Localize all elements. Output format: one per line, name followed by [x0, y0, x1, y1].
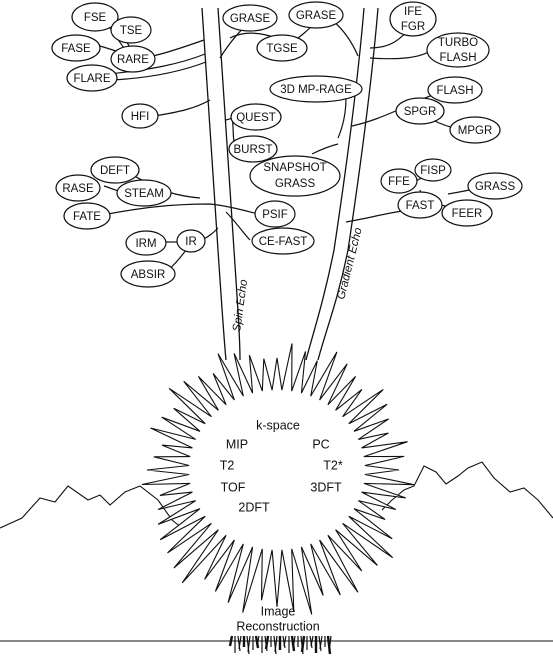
node-ce-fast: CE-FAST — [251, 227, 315, 255]
svg-text:FLARE: FLARE — [73, 73, 110, 85]
svg-text:CE-FAST: CE-FAST — [259, 236, 308, 248]
svg-text:BURST: BURST — [234, 144, 273, 156]
node-absir: ABSIR — [120, 260, 176, 288]
node-rase: RASE — [55, 174, 101, 202]
svg-text:QUEST: QUEST — [236, 112, 276, 124]
svg-text:FATE: FATE — [73, 211, 101, 223]
node-irm: IRM — [125, 230, 167, 256]
roots-label-reconstruction: Reconstruction — [236, 619, 319, 633]
svg-text:FGR: FGR — [401, 21, 425, 33]
root-hatching — [228, 635, 332, 655]
svg-text:IR: IR — [185, 236, 197, 248]
node-mpgr: MPGR — [449, 116, 501, 144]
svg-text:SNAPSHOT: SNAPSHOT — [263, 162, 326, 174]
image-reconstruction-roots: Image Reconstruction — [0, 604, 553, 655]
node-fse: FSE — [71, 2, 119, 32]
svg-text:DEFT: DEFT — [100, 165, 130, 177]
center-label-mip: MIP — [226, 437, 248, 451]
node-steam: STEAM — [116, 179, 172, 207]
svg-text:FFE: FFE — [388, 176, 410, 188]
node-tse: TSE — [110, 16, 152, 44]
svg-text:PSIF: PSIF — [262, 209, 288, 221]
center-label-k-space: k-space — [256, 418, 300, 432]
node-quest: QUEST — [230, 103, 282, 131]
svg-text:GRASS: GRASS — [275, 178, 316, 190]
node-fase: FASE — [51, 34, 101, 62]
svg-text:FLASH: FLASH — [439, 52, 476, 64]
k-space-labels: k-space MIP T2 TOF PC T2* 3DFT 2DFT — [220, 418, 343, 514]
svg-text:RASE: RASE — [62, 183, 94, 195]
node-burst: BURST — [228, 135, 278, 163]
svg-text:TURBO: TURBO — [438, 37, 478, 49]
svg-text:STEAM: STEAM — [124, 188, 164, 200]
node-flash: FLASH — [427, 76, 483, 104]
k-space-starburst — [141, 343, 415, 615]
gradient-echo-label: Gradient Echo — [335, 226, 365, 301]
svg-text:GRASE: GRASE — [296, 10, 337, 22]
center-label-2dft: 2DFT — [238, 500, 270, 514]
svg-text:ABSIR: ABSIR — [131, 269, 166, 281]
svg-text:RARE: RARE — [117, 54, 149, 66]
svg-text:MPGR: MPGR — [458, 125, 493, 137]
center-label-t2-star: T2* — [323, 458, 343, 472]
mountain-horizon-right — [381, 461, 553, 519]
svg-text:IRM: IRM — [135, 238, 156, 250]
svg-text:FEER: FEER — [452, 208, 483, 220]
center-label-tof: TOF — [221, 480, 246, 494]
node-fate: FATE — [63, 202, 111, 230]
mountain-horizon — [0, 485, 183, 529]
node-deft: DEFT — [90, 156, 140, 184]
node-snapshot-grass: SNAPSHOT GRASS — [249, 155, 341, 197]
svg-text:FAST: FAST — [406, 200, 435, 212]
center-label-t2: T2 — [220, 458, 235, 472]
node-psif: PSIF — [254, 200, 296, 228]
svg-text:FLASH: FLASH — [436, 85, 473, 97]
center-label-pc: PC — [312, 437, 329, 451]
roots-label-image: Image — [261, 604, 296, 618]
node-ife-fgr: IFE FGR — [389, 1, 437, 37]
svg-text:HFI: HFI — [131, 111, 150, 123]
svg-text:GRASE: GRASE — [230, 13, 271, 25]
node-fast: FAST — [397, 191, 443, 219]
node-flare: FLARE — [66, 64, 118, 92]
center-label-3dft: 3DFT — [310, 480, 342, 494]
node-fisp: FISP — [414, 158, 452, 182]
svg-text:SPGR: SPGR — [404, 106, 437, 118]
gradient-echo-trunk — [305, 7, 379, 361]
svg-text:FASE: FASE — [61, 43, 91, 55]
svg-text:GRASS: GRASS — [475, 181, 516, 193]
node-feer: FEER — [441, 199, 493, 227]
svg-text:TGSE: TGSE — [266, 43, 298, 55]
node-hfi: HFI — [121, 103, 159, 129]
node-turbo-flash: TURBO FLASH — [426, 32, 490, 68]
node-ir: IR — [176, 229, 206, 253]
svg-text:FISP: FISP — [420, 165, 446, 177]
svg-text:IFE: IFE — [404, 6, 422, 18]
node-spgr: SPGR — [395, 97, 445, 125]
svg-text:FSE: FSE — [84, 12, 107, 24]
spin-echo-label: Spin Echo — [231, 278, 250, 332]
node-3d-mp-rage: 3D MP-RAGE — [269, 75, 363, 103]
svg-text:TSE: TSE — [120, 25, 143, 37]
node-grass: GRASS — [467, 172, 523, 200]
svg-text:3D MP-RAGE: 3D MP-RAGE — [280, 84, 352, 96]
node-ffe: FFE — [380, 168, 418, 194]
node-rare: RARE — [110, 45, 156, 73]
node-grase-left: GRASE — [222, 4, 278, 32]
node-tgse: TGSE — [256, 34, 308, 62]
node-grase-right: GRASE — [288, 1, 344, 29]
